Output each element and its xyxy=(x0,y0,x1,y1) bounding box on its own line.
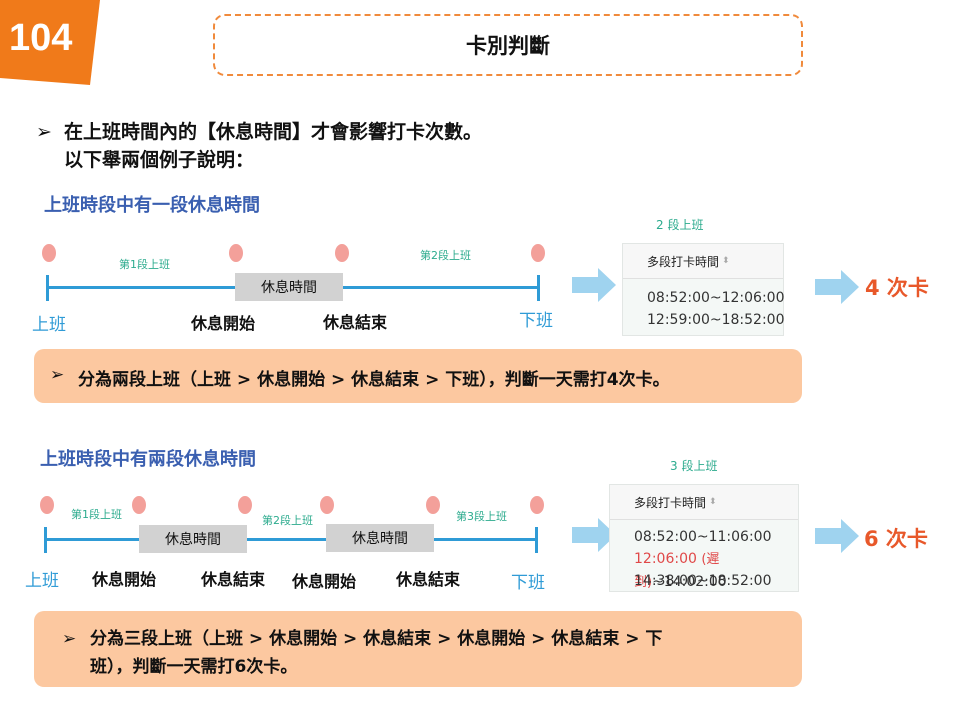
right-arrow-icon xyxy=(572,268,616,306)
punch-count-result: 4 次卡 xyxy=(865,276,929,300)
timeline-tick xyxy=(46,275,49,301)
event-label: 休息開始 xyxy=(92,570,157,589)
timeline-dot xyxy=(42,244,56,262)
timeline-line xyxy=(45,538,537,541)
bullet-icon: ➢ xyxy=(62,629,77,649)
timeline-dot xyxy=(530,496,544,514)
bullet-icon: ➢ xyxy=(36,121,52,143)
break-period: 休息時間 xyxy=(235,273,343,301)
table-header[interactable]: 多段打卡時間 ⬍ xyxy=(610,485,798,520)
example1-segment-label: 第1段上班 xyxy=(119,258,170,271)
start-label: 上班 xyxy=(32,315,66,335)
timeline-dot xyxy=(335,244,349,262)
timeline-dot xyxy=(426,496,440,514)
bullet-icon: ➢ xyxy=(50,365,65,385)
event-label: 休息結束 xyxy=(201,570,266,589)
logo-text: 104 xyxy=(9,17,72,59)
table-row: 12:59:00~18:52:00 xyxy=(647,312,785,328)
table-row: 08:52:00~11:06:00 xyxy=(634,529,772,545)
timeline-dot xyxy=(132,496,146,514)
example1-segment-label: 第2段上班 xyxy=(420,249,471,262)
example2-segment-label: 第2段上班 xyxy=(262,514,313,527)
break-period: 休息時間 xyxy=(326,524,434,552)
timeline-tick xyxy=(535,527,538,553)
punch-time-table: 多段打卡時間 ⬍ 08:52:00~11:06:00 12:06:00 (遲到)… xyxy=(609,484,799,592)
note-text-line-2: 班），判斷一天需打6次卡。 xyxy=(90,657,298,677)
timeline-dot xyxy=(40,496,54,514)
table-row: 08:52:00~12:06:00 xyxy=(647,290,785,306)
example2-segment-label: 第1段上班 xyxy=(71,508,122,521)
late-start-time: 12:06:00 xyxy=(634,551,697,567)
timeline-dot xyxy=(531,244,545,262)
example1-heading: 上班時段中有一段休息時間 xyxy=(44,195,260,216)
timeline-tick xyxy=(44,527,47,553)
table-row: 14:38:00~18:52:00 xyxy=(634,573,772,589)
example1-note: ➢ 分為兩段上班（上班 > 休息開始 > 休息結束 > 下班），判斷一天需打4次卡… xyxy=(34,349,802,403)
punch-time-table: 多段打卡時間 ⬍ 08:52:00~12:06:00 12:59:00~18:5… xyxy=(622,243,784,336)
intro-line-1: 在上班時間內的【休息時間】才會影響打卡次數。 xyxy=(64,121,483,143)
timeline-dot xyxy=(320,496,334,514)
right-arrow-icon xyxy=(815,270,859,308)
table-row-late: 12:06:00 (遲到)~14:02:00 xyxy=(610,548,798,590)
example2-heading: 上班時段中有兩段休息時間 xyxy=(40,449,256,470)
right-arrow-icon xyxy=(572,518,616,556)
break-period: 休息時間 xyxy=(139,525,247,553)
event-label: 休息結束 xyxy=(323,313,388,332)
event-label: 休息開始 xyxy=(292,572,357,591)
page-title: 卡別判斷 xyxy=(213,14,803,76)
table-header-label: 多段打卡時間 xyxy=(647,254,720,269)
late-end-time: ~14:02:00 xyxy=(652,574,727,590)
brand-logo: 104 xyxy=(0,0,100,85)
late-badge: (遲到) xyxy=(634,552,720,590)
event-label: 休息結束 xyxy=(396,570,461,589)
right-arrow-icon xyxy=(815,519,859,557)
end-label: 下班 xyxy=(519,311,553,331)
end-label: 下班 xyxy=(511,573,545,593)
segment-count: 3 段上班 xyxy=(670,459,718,473)
segment-count: 2 段上班 xyxy=(656,218,704,232)
timeline-dot xyxy=(229,244,243,262)
page-title-text: 卡別判斷 xyxy=(466,34,550,58)
note-text-line-1: 分為三段上班（上班 > 休息開始 > 休息結束 > 休息開始 > 休息結束 > … xyxy=(90,629,663,649)
sort-icon: ⬍ xyxy=(709,497,717,507)
event-label: 休息開始 xyxy=(191,314,256,333)
example2-segment-label: 第3段上班 xyxy=(456,510,507,523)
intro-text: ➢ 在上班時間內的【休息時間】才會影響打卡次數。 以下舉兩個例子說明： xyxy=(36,118,482,174)
timeline-tick xyxy=(537,275,540,301)
start-label: 上班 xyxy=(25,571,59,591)
intro-line-2: 以下舉兩個例子說明： xyxy=(64,149,255,171)
punch-count-result: 6 次卡 xyxy=(864,527,928,551)
sort-icon: ⬍ xyxy=(722,256,730,266)
table-header-label: 多段打卡時間 xyxy=(634,495,707,510)
timeline-dot xyxy=(238,496,252,514)
note-text: 分為兩段上班（上班 > 休息開始 > 休息結束 > 下班），判斷一天需打4次卡。 xyxy=(78,370,670,390)
example2-note: ➢ 分為三段上班（上班 > 休息開始 > 休息結束 > 休息開始 > 休息結束 >… xyxy=(34,611,802,687)
table-header[interactable]: 多段打卡時間 ⬍ xyxy=(623,244,783,279)
